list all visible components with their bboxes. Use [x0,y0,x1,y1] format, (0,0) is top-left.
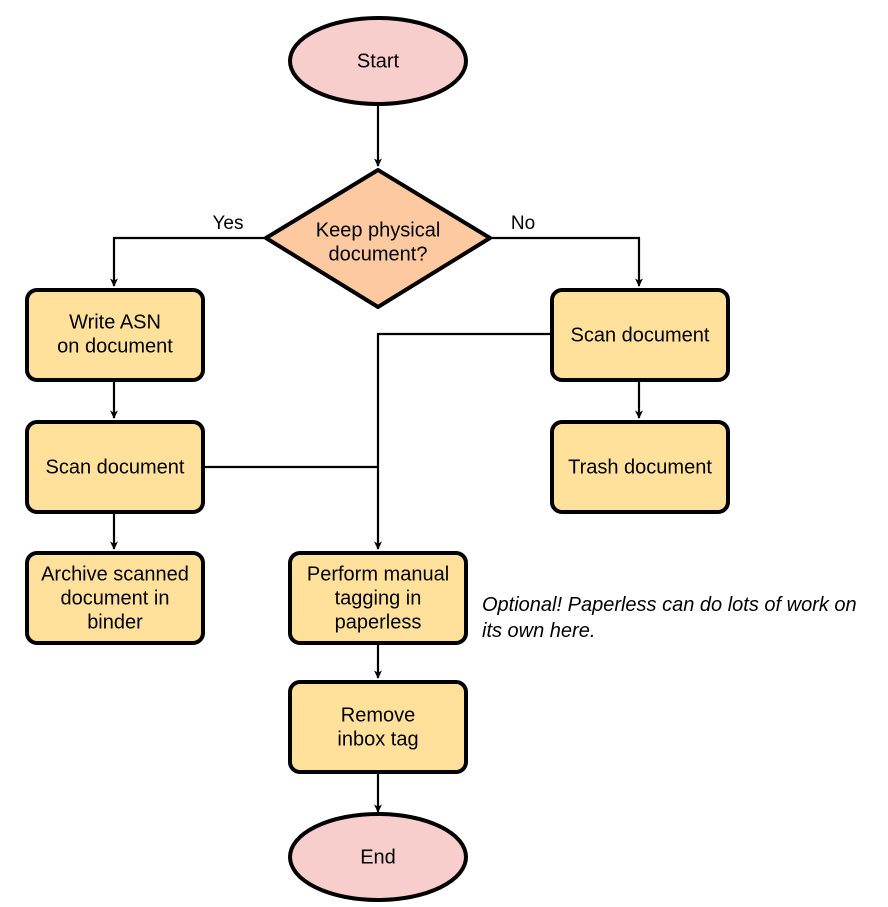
archive-label-line1: Archive scanned [41,563,189,585]
node-decision-keep-physical-document[interactable]: Keep physical document? [264,168,492,309]
node-write-asn-on-document[interactable]: Write ASN on document [25,288,205,382]
remove-inbox-label-line2: inbox tag [337,728,418,750]
end-ellipse-shape [288,812,468,902]
annotation-line1: Optional! Paperless can do lots of work … [482,594,857,616]
tagging-label-line3: paperless [335,611,422,633]
write-asn-label-line2: on document [57,335,173,357]
edge-decision-no-to-scan-right [490,236,643,287]
decision-diamond-shape [264,168,492,309]
node-scan-document-left[interactable]: Scan document [25,420,205,514]
edge-scan-right-to-tagging [374,332,552,550]
write-asn-box-shape [25,288,205,382]
remove-inbox-box-shape [288,680,468,774]
node-trash-document[interactable]: Trash document [550,420,730,514]
tagging-box-shape [288,551,468,645]
archive-label-line2: document in [61,587,170,609]
end-label: End [360,846,396,868]
node-end[interactable]: End [288,812,468,902]
trash-document-box-shape [550,420,730,514]
node-start[interactable]: Start [288,16,468,106]
tagging-label-line2: tagging in [335,587,422,609]
tagging-label-line1: Perform manual [307,563,449,585]
node-perform-manual-tagging[interactable]: Perform manual tagging in paperless [288,551,468,645]
edge-decision-yes-to-write-asn [110,236,265,287]
edge-label-no: No [511,213,535,234]
remove-inbox-label-line1: Remove [341,704,415,726]
trash-document-label: Trash document [568,456,712,478]
start-label: Start [357,50,400,72]
archive-box-shape [25,551,205,645]
scan-document-right-box-shape [550,288,730,382]
archive-label-line3: binder [87,611,143,633]
decision-label-line2: document? [329,243,428,265]
node-remove-inbox-tag[interactable]: Remove inbox tag [288,680,468,774]
write-asn-label-line1: Write ASN [69,311,161,333]
node-scan-document-right[interactable]: Scan document [550,288,730,382]
scan-document-right-label: Scan document [571,324,710,346]
scan-document-left-box-shape [25,420,205,514]
decision-label-line1: Keep physical [316,219,441,241]
annotation-line2: its own here. [482,620,595,642]
edge-label-yes: Yes [213,213,244,234]
annotation-optional-note: Optional! Paperless can do lots of work … [482,594,857,642]
start-ellipse-shape [288,16,468,106]
node-archive-scanned-document[interactable]: Archive scanned document in binder [25,551,205,645]
scan-document-left-label: Scan document [46,456,185,478]
